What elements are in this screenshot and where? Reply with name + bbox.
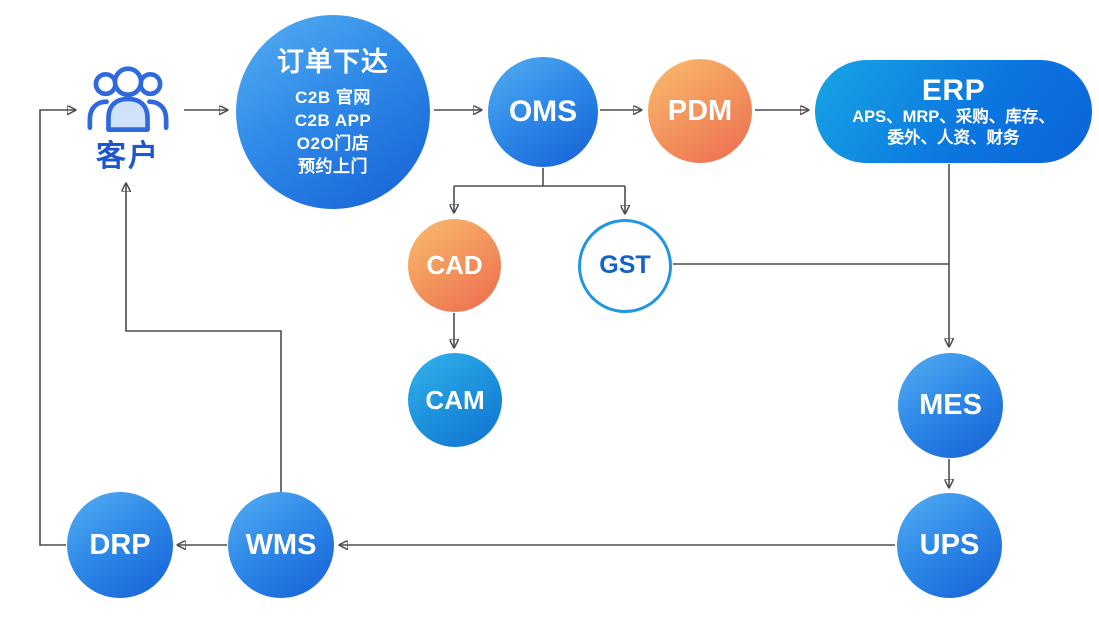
- order-channel-1: C2B 官网: [295, 88, 371, 108]
- node-gst: GST: [578, 219, 672, 313]
- mes-label: MES: [919, 389, 982, 422]
- customer-label: 客户: [96, 140, 160, 173]
- node-drp: DRP: [67, 492, 173, 598]
- ups-label: UPS: [919, 529, 980, 562]
- order-channel-2: C2B APP: [294, 111, 372, 131]
- order-title: 订单下达: [277, 46, 389, 77]
- cad-label: CAD: [426, 250, 483, 281]
- order-channel-4: 预约上门: [298, 157, 368, 177]
- node-oms: OMS: [488, 57, 598, 167]
- node-cam: CAM: [408, 353, 502, 447]
- drp-label: DRP: [89, 528, 151, 561]
- order-channel-3: O2O门店: [296, 134, 370, 154]
- pdm-label: PDM: [667, 94, 733, 127]
- people-group-icon: [87, 66, 169, 132]
- cam-label: CAM: [425, 384, 485, 415]
- node-pdm: PDM: [648, 59, 752, 163]
- erp-subtitle-line-1: APS、MRP、采购、库存、: [852, 107, 1055, 126]
- oms-label: OMS: [508, 95, 578, 129]
- wms-label: WMS: [245, 528, 317, 561]
- node-customer: 客户: [81, 58, 175, 176]
- node-mes: MES: [898, 353, 1003, 458]
- node-wms: WMS: [228, 492, 334, 598]
- node-ups: UPS: [897, 493, 1002, 598]
- erp-title: ERP: [921, 73, 986, 107]
- gst-label: GST: [599, 251, 651, 280]
- node-erp: ERP APS、MRP、采购、库存、 委外、人资、财务: [815, 60, 1092, 163]
- node-order: 订单下达 C2B 官网 C2B APP O2O门店 预约上门: [236, 15, 430, 209]
- node-cad: CAD: [408, 219, 501, 312]
- edge-drp-customer: [39, 110, 75, 546]
- edge-wms-customer: [126, 184, 282, 494]
- erp-subtitle-line-2: 委外、人资、财务: [887, 128, 1020, 147]
